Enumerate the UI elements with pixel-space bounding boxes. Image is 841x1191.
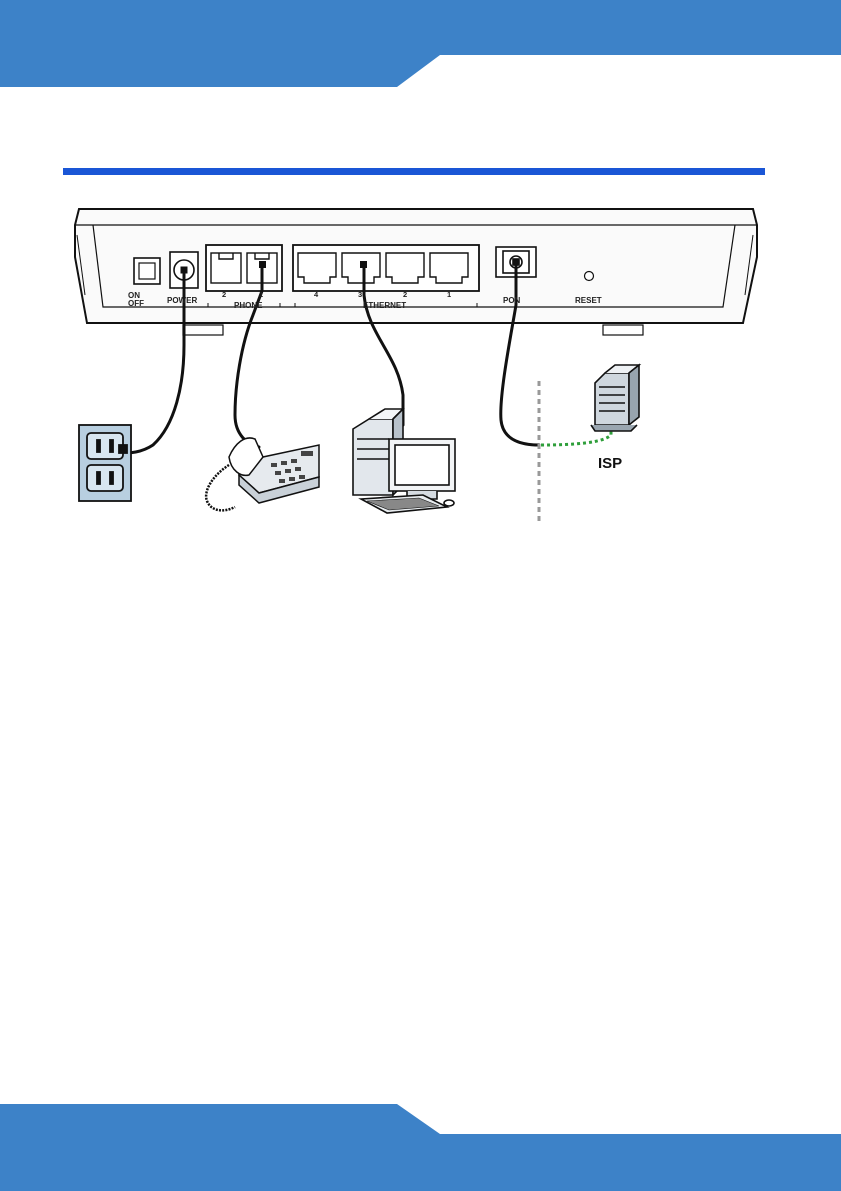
phone-ports — [206, 245, 282, 291]
ethernet-label: ETHERNET — [363, 302, 406, 310]
pon-label: PON — [503, 297, 520, 305]
phone-port-2-label: 2 — [222, 291, 226, 299]
section-rule — [63, 168, 765, 175]
header-band — [0, 0, 841, 87]
power-label: POWER — [167, 297, 197, 305]
ethernet-ports — [293, 245, 479, 291]
phone-label: PHONE — [234, 302, 262, 310]
ethernet-port-4-label: 4 — [314, 291, 318, 299]
off-label: OFF — [128, 300, 144, 308]
ethernet-port-3-label: 3 — [358, 291, 362, 299]
telephone-icon — [206, 438, 319, 510]
isp-label: ISP — [598, 456, 622, 471]
ethernet-port-2-label: 2 — [403, 291, 407, 299]
reset-label: RESET — [575, 297, 602, 305]
diagram-drawing — [63, 195, 765, 525]
ethernet-port-1-label: 1 — [447, 291, 451, 299]
reset-pinhole — [585, 272, 594, 281]
on-off-label: ON OFF — [128, 292, 144, 308]
power-outlet-icon — [79, 425, 131, 501]
footer-band — [0, 1104, 841, 1191]
connection-diagram: ON OFF POWER 2 1 PHONE 4 3 2 1 ETHERNET … — [63, 195, 765, 525]
phone-port-1-label: 1 — [259, 291, 263, 299]
isp-server-icon — [591, 365, 639, 431]
power-switch — [134, 258, 160, 284]
